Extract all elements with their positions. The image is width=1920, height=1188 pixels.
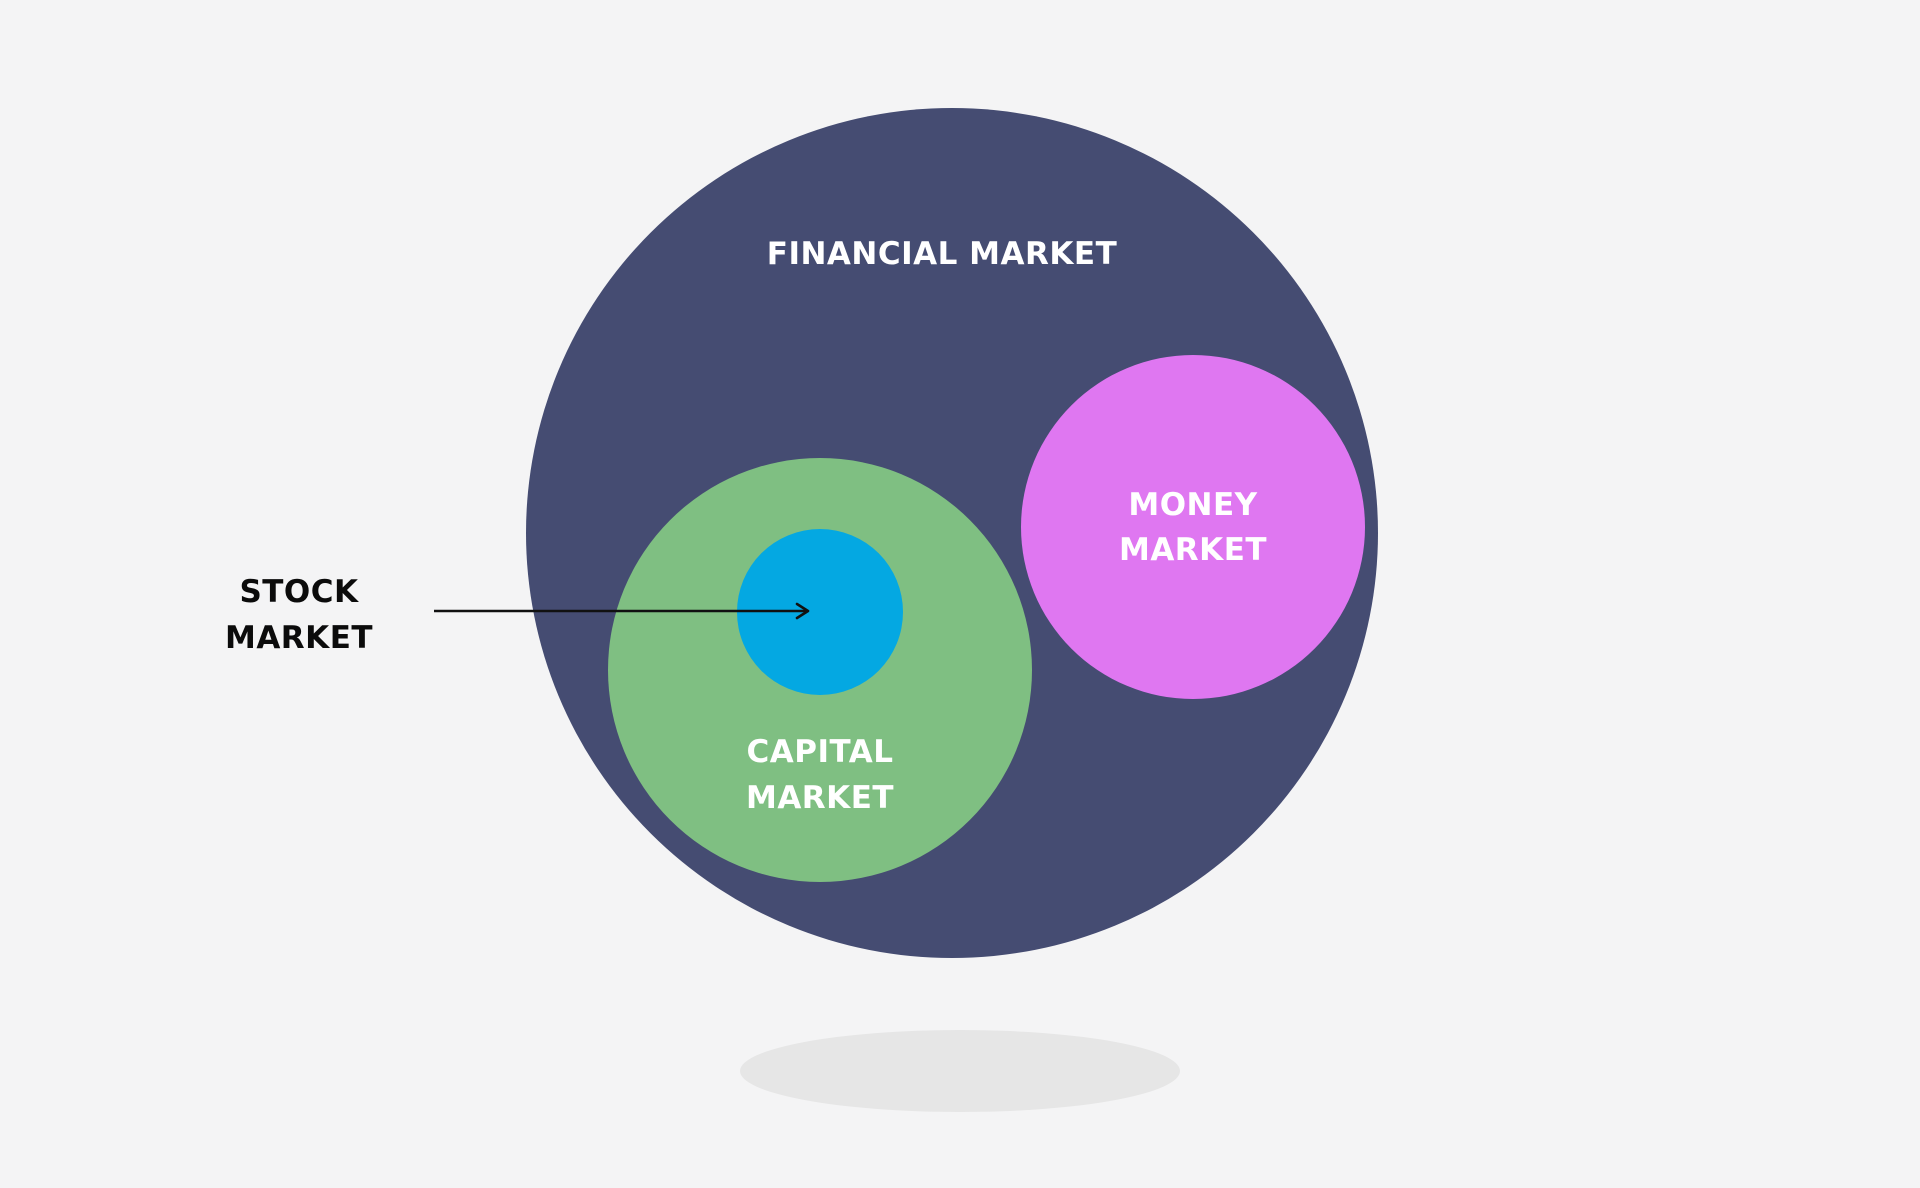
capital-market-label-line2: MARKET xyxy=(746,780,894,816)
money-market-label-line2: MARKET xyxy=(1119,532,1267,568)
money-market-circle xyxy=(1021,355,1365,699)
stock-market-label-line1: STOCK xyxy=(239,574,359,610)
capital-market-label-line1: CAPITAL xyxy=(747,734,894,770)
stock-market-label-line2: MARKET xyxy=(225,620,373,656)
floor-shadow xyxy=(740,1030,1180,1112)
money-market-label-line1: MONEY xyxy=(1128,487,1257,523)
financial-market-label: FINANCIAL MARKET xyxy=(767,236,1117,272)
stock-market-circle xyxy=(737,529,903,695)
